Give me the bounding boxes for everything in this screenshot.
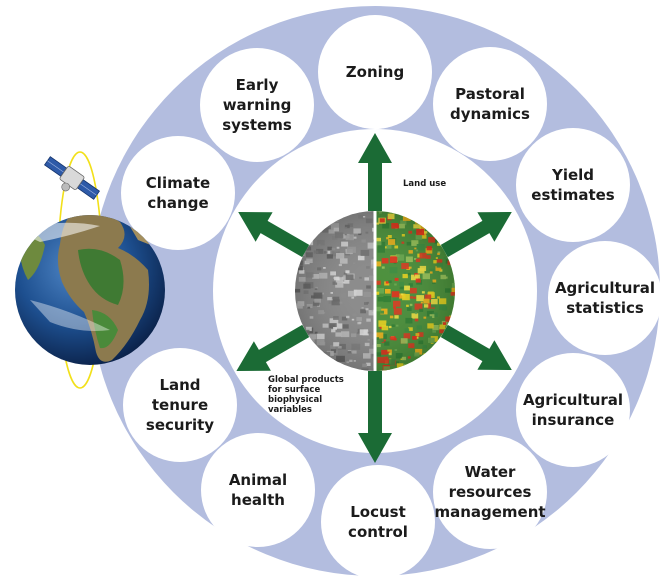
node-label: Animal — [229, 471, 287, 489]
node-zoning: Zoning — [318, 15, 432, 129]
node-label: Water — [465, 463, 516, 481]
node-water-resources-management: Water resources management — [433, 435, 547, 549]
arrow-icon — [358, 133, 392, 211]
node-label: Climate — [146, 174, 210, 192]
node-label: Yield — [551, 166, 594, 184]
center-caption-line: Global products — [268, 375, 344, 385]
node-label: Agricultural — [523, 391, 623, 409]
arrow-icon — [238, 212, 310, 258]
node-label: statistics — [566, 299, 644, 317]
node-label: Land — [159, 376, 200, 394]
node-circle — [548, 241, 662, 355]
arrow-icon — [358, 371, 392, 463]
node-label: Agricultural — [555, 279, 655, 297]
node-pastoral-dynamics: Pastoral dynamics — [433, 47, 547, 161]
node-circle — [201, 433, 315, 547]
center-caption-line: for surface — [268, 385, 320, 395]
node-label: insurance — [532, 411, 615, 429]
arrow-icon — [236, 324, 310, 371]
satellite-icon — [44, 156, 100, 200]
node-circle — [123, 348, 237, 462]
node-land-tenure-security: Land tenure security — [123, 348, 237, 462]
node-label: Locust — [350, 503, 406, 521]
node-label: security — [146, 416, 214, 434]
node-label: dynamics — [450, 105, 530, 123]
node-locust-control: Locust control — [321, 465, 435, 578]
center-caption-line: variables — [268, 405, 312, 415]
arrows — [236, 133, 512, 463]
node-early-warning-systems: Early warning systems — [200, 48, 314, 162]
node-label: systems — [222, 116, 292, 134]
node-label: control — [348, 523, 408, 541]
node-circle — [433, 435, 547, 549]
node-circle — [433, 47, 547, 161]
node-circle — [516, 128, 630, 242]
node-yield-estimates: Yield estimates — [516, 128, 630, 242]
land-use-label: Land use — [403, 179, 446, 189]
node-label: change — [147, 194, 208, 212]
node-circle — [200, 48, 314, 162]
arrow-icon — [440, 324, 512, 370]
node-circle — [121, 136, 235, 250]
center-caption-line: biophysical — [268, 395, 322, 405]
node-circle — [516, 353, 630, 467]
arrow-icon — [440, 212, 512, 258]
node-label: estimates — [531, 186, 615, 204]
node-circle — [321, 465, 435, 578]
node-circle — [318, 15, 432, 129]
node-label: Early — [236, 76, 279, 94]
node-label: health — [231, 491, 285, 509]
node-label: resources — [449, 483, 532, 501]
node-climate-change: Climate change — [121, 136, 235, 250]
node-label: Zoning — [346, 63, 404, 81]
node-label: warning — [223, 96, 292, 114]
node-label: management — [434, 503, 545, 521]
node-animal-health: Animal health — [201, 433, 315, 547]
node-label: Pastoral — [455, 85, 525, 103]
node-agricultural-insurance: Agricultural insurance — [516, 353, 630, 467]
node-label: tenure — [152, 396, 208, 414]
node-agricultural-statistics: Agricultural statistics — [548, 241, 662, 355]
